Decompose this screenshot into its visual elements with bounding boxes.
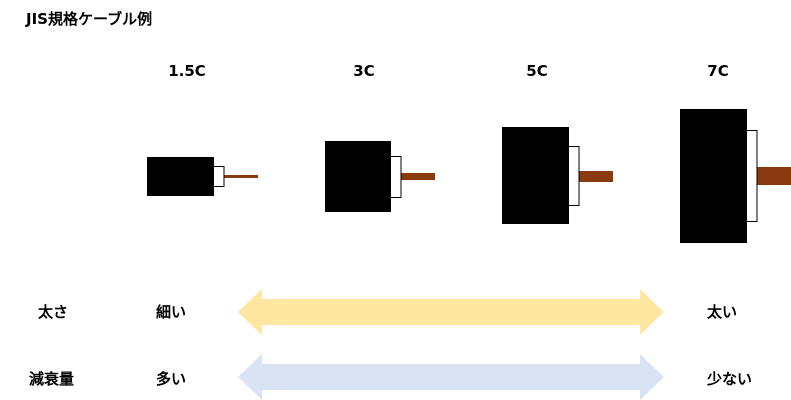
cable-5c-conductor [579,171,613,182]
cable-1-5c-jacket [147,157,214,196]
cable-3c [325,141,435,212]
cable-7c-conductor [757,167,791,185]
cable-1-5c [147,157,258,196]
cable-3c-conductor [401,173,435,180]
cable-3c-jacket [325,141,391,212]
row-label-thickness: 太さ [38,303,69,321]
attenuation-double-arrow [238,354,664,400]
thickness-double-arrow [238,289,664,335]
cable-7c-jacket [680,109,747,243]
cable-label-1-5c: 1.5C [168,62,206,80]
attenuation-right-label: 少ない [707,370,753,388]
cable-7c [680,109,791,243]
cable-5c [502,127,613,224]
diagram-title: JIS規格ケーブル例 [26,10,153,28]
cable-label-3c: 3C [353,62,375,80]
cable-label-5c: 5C [526,62,548,80]
cable-1-5c-conductor [224,175,258,178]
thickness-left-label: 細い [156,303,187,321]
cable-5c-jacket [502,127,569,224]
row-label-attenuation: 減衰量 [29,370,75,388]
attenuation-left-label: 多い [156,370,187,388]
thickness-right-label: 太い [707,303,738,321]
cable-label-7c: 7C [707,62,729,80]
cable-3c-insulator [389,156,402,198]
